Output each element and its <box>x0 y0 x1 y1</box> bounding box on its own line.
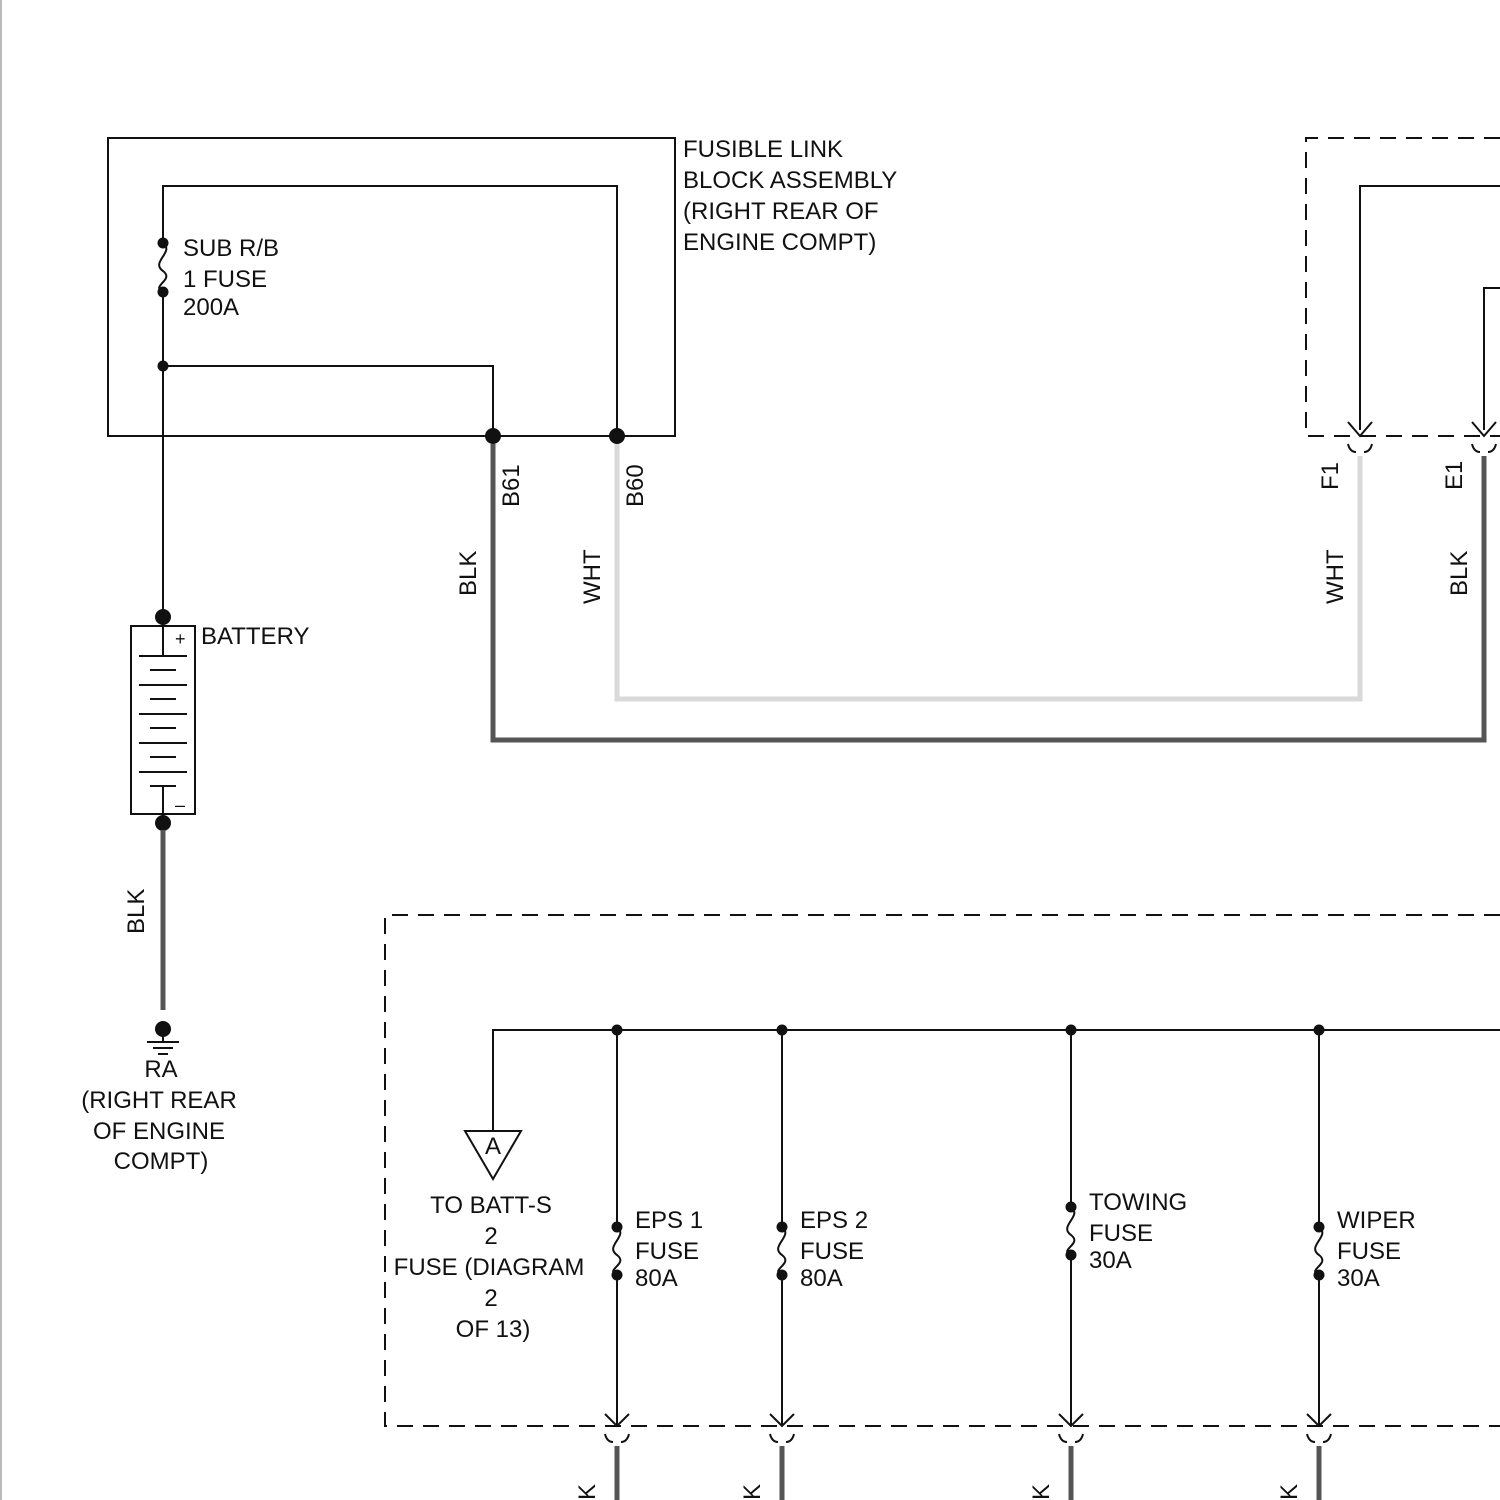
wire-color-b61: BLK <box>455 551 482 596</box>
fuse-label-line: 30A <box>1337 1265 1380 1292</box>
wire-color-b60: WHT <box>579 549 606 604</box>
wire-color-battery-ground: BLK <box>123 889 150 934</box>
wire-color-bottom: K <box>739 1484 766 1500</box>
wire-color-e1: BLK <box>1446 551 1473 596</box>
terminal-f1: F1 <box>1317 462 1344 490</box>
fuse-icon <box>1315 1227 1322 1275</box>
fuse-label-line: TOWING <box>1089 1189 1187 1216</box>
fusible-link-title-3: (RIGHT REAR OF <box>683 198 879 225</box>
fuse-label-line: 30A <box>1089 1247 1132 1274</box>
fuse-label-line: EPS 1 <box>635 1207 703 1234</box>
sub-rb-fuse-label-2: 1 FUSE <box>183 266 267 293</box>
terminal-b61: B61 <box>498 464 525 507</box>
terminal-b60: B60 <box>622 464 649 507</box>
fuse-icon <box>613 1227 620 1275</box>
ground-label-3: OF ENGINE <box>93 1118 225 1145</box>
battery-label: BATTERY <box>201 623 309 650</box>
connector-a-line-2: 2 <box>484 1223 497 1250</box>
fuse-label-line: FUSE <box>1089 1220 1153 1247</box>
ground-label-2: (RIGHT REAR <box>81 1087 237 1114</box>
fuse-label-line: FUSE <box>800 1238 864 1265</box>
wire-color-bottom: K <box>574 1484 601 1500</box>
fuse-label-line: FUSE <box>635 1238 699 1265</box>
connector-a-letter: A <box>485 1133 501 1160</box>
connector-a-line-4: 2 <box>484 1285 497 1312</box>
right-connector-block <box>1306 138 1500 452</box>
connector-a-line-3: FUSE (DIAGRAM <box>394 1254 585 1281</box>
fuse-label-line: WIPER <box>1337 1207 1416 1234</box>
connector-a-line-5: OF 13) <box>456 1316 531 1343</box>
fusible-link-title-4: ENGINE COMPT) <box>683 229 876 256</box>
battery-minus: – <box>175 795 185 815</box>
fusible-link-title-1: FUSIBLE LINK <box>683 136 843 163</box>
wire-wht-b60-f1 <box>617 444 1360 699</box>
sub-rb-fuse-label-3: 200A <box>183 294 239 321</box>
wire-color-f1: WHT <box>1322 549 1349 604</box>
fuse-icon <box>778 1227 785 1275</box>
connector-a-line-1: TO BATT-S <box>430 1192 552 1219</box>
terminal-e1: E1 <box>1441 461 1468 490</box>
sub-rb-fuse-label-1: SUB R/B <box>183 235 279 262</box>
fuse-label-line: 80A <box>635 1265 678 1292</box>
fusible-link-block <box>108 138 675 617</box>
fuse-label-line: 80A <box>800 1265 843 1292</box>
lower-bus-bar <box>493 1030 1500 1130</box>
battery-plus: + <box>175 629 186 649</box>
fuse-label-line: FUSE <box>1337 1238 1401 1265</box>
fuse-label-line: EPS 2 <box>800 1207 868 1234</box>
ground-label-1: RA <box>144 1056 177 1083</box>
lower-fuse-block-border <box>385 915 1500 1426</box>
ground-icon <box>147 1021 179 1054</box>
fusible-link-title-2: BLOCK ASSEMBLY <box>683 167 897 194</box>
wire-color-bottom: K <box>1028 1484 1055 1500</box>
fuse-icon <box>1067 1207 1074 1255</box>
wire-color-bottom: K <box>1276 1484 1303 1500</box>
ground-label-4: COMPT) <box>114 1148 209 1175</box>
